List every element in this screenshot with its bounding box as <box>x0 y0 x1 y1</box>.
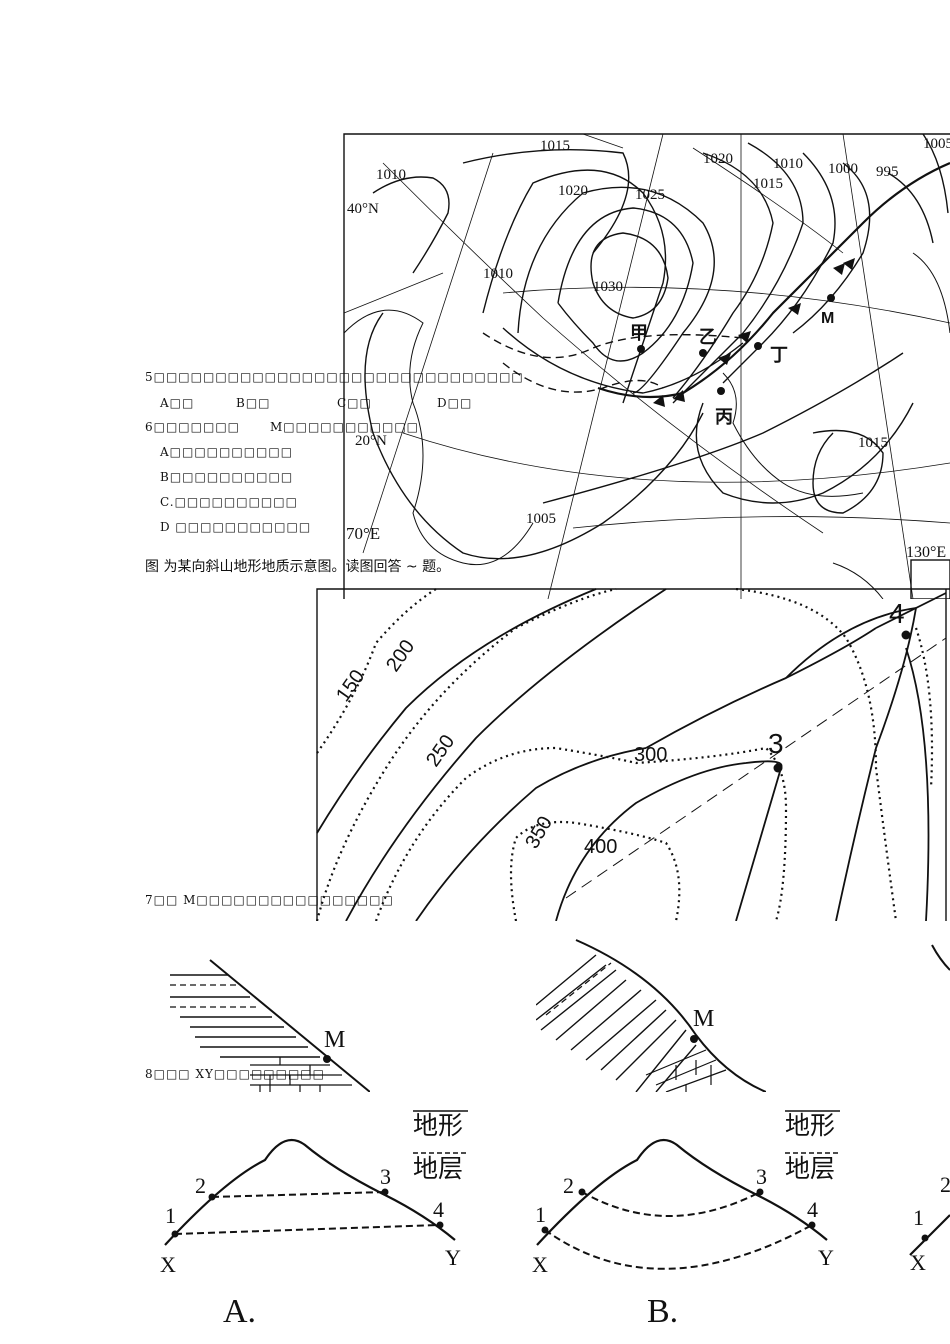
isobar-label: 1010 <box>376 167 406 183</box>
q6-option-c: C.□□□□□□□□□□ <box>160 495 298 509</box>
profile-point-2: 2 <box>940 1172 950 1197</box>
question-5: 5□□□□□□□□□□□□□□□□□□□□□□□□□□□□□□ <box>145 370 524 384</box>
profile-point-1: 1 <box>535 1202 546 1227</box>
question-7: 7□□ M□□□□□□□□□□□□□□□□ <box>145 893 394 907</box>
isobar-label: 1020 <box>558 183 588 199</box>
legend-terrain: 地形 <box>785 1112 835 1140</box>
isobar-label: 1015 <box>753 176 783 192</box>
q5-option-c: C□□ <box>337 396 372 410</box>
longitude-label: 130°E <box>906 544 946 561</box>
point-bing: 丙 <box>715 407 733 427</box>
contour-label: 350 <box>521 813 557 853</box>
profile-point-4: 4 <box>807 1197 818 1222</box>
profile-point-1: 1 <box>165 1203 176 1228</box>
profile-point-2: 2 <box>195 1173 206 1198</box>
weather-map: 1010 1015 1020 1025 1030 1020 1015 1010 … <box>343 133 950 600</box>
profile-option-a: 1 2 3 4 X Y A. 地形 地层 <box>155 1100 475 1330</box>
profile-end-y: Y <box>445 1245 461 1270</box>
option-label-a: A. <box>223 1293 256 1330</box>
q6-option-b: B□□□□□□□□□□ <box>160 470 294 484</box>
contour-label: 150 <box>332 666 369 706</box>
profile-end-x: X <box>160 1252 176 1277</box>
isobar-label: 1005 <box>923 136 950 152</box>
point-m-label: M <box>693 1006 714 1032</box>
contour-label: 400 <box>584 836 617 858</box>
profile-end-x: X <box>910 1250 926 1275</box>
point-4: 4 <box>889 598 905 629</box>
profile-end-x: X <box>532 1252 548 1277</box>
point-jia: 甲 <box>630 323 648 343</box>
latitude-label: 20°N <box>355 433 387 449</box>
q5-option-b: B□□ <box>236 396 271 410</box>
point-3: 3 <box>768 728 784 759</box>
longitude-label: 70°E <box>346 524 380 543</box>
isobar-label: 1030 <box>593 279 623 295</box>
point-yi: 乙 <box>699 327 717 347</box>
q5-option-d: D□□ <box>437 396 473 410</box>
point-m: M <box>821 310 834 327</box>
strata-diagram-b: M <box>535 935 767 1093</box>
q6-option-d: D □□□□□□□□□□□ <box>160 520 312 534</box>
legend-terrain: 地形 <box>413 1112 463 1140</box>
isobar-label: 1015 <box>858 435 888 451</box>
strata-diagram-c-edge <box>930 935 950 975</box>
figure-caption: 图 为某向斜山地形地质示意图。读图回答 ~ 题。 <box>145 559 451 575</box>
isobar-label: 1025 <box>635 187 665 203</box>
question-6-tail: M□□□□□□□□□□□ <box>270 420 420 434</box>
question-6: 6□□□□□□□ <box>145 420 240 434</box>
profile-point-1: 1 <box>913 1205 924 1230</box>
profile-point-2: 2 <box>563 1173 574 1198</box>
question-8: 8□□□ XY□□□□□□□□□ <box>145 1067 325 1081</box>
contour-map: 150 200 250 300 350 400 3 4 <box>315 587 950 922</box>
isobar-label: 1010 <box>773 156 803 172</box>
point-ding: 丁 <box>770 345 788 365</box>
profile-point-3: 3 <box>756 1164 767 1189</box>
isobar-label: 1020 <box>703 151 733 167</box>
q6-option-a: A□□□□□□□□□□ <box>160 445 294 459</box>
isobar-label: 1010 <box>483 266 513 282</box>
latitude-label: 40°N <box>347 201 379 217</box>
profile-end-y: Y <box>818 1245 834 1270</box>
isobar-label: 995 <box>876 164 899 180</box>
strata-diagram-a: M <box>160 955 371 1093</box>
profile-option-b: 1 2 3 4 X Y B. 地形 地层 <box>527 1100 847 1330</box>
contour-label: 300 <box>634 744 667 766</box>
isobar-label: 1000 <box>828 161 858 177</box>
profile-point-4: 4 <box>433 1197 444 1222</box>
isobar-label: 1015 <box>540 138 570 154</box>
contour-label: 200 <box>382 636 419 676</box>
legend-strata: 地层 <box>785 1155 835 1183</box>
profile-point-3: 3 <box>380 1164 391 1189</box>
legend-strata: 地层 <box>413 1155 463 1183</box>
q5-option-a: A□□ <box>160 396 195 410</box>
profile-option-c-edge: 1 2 X <box>905 1160 950 1275</box>
isobar-label: 1005 <box>526 511 556 527</box>
option-label-b: B. <box>647 1293 678 1330</box>
point-m-label: M <box>324 1027 345 1053</box>
